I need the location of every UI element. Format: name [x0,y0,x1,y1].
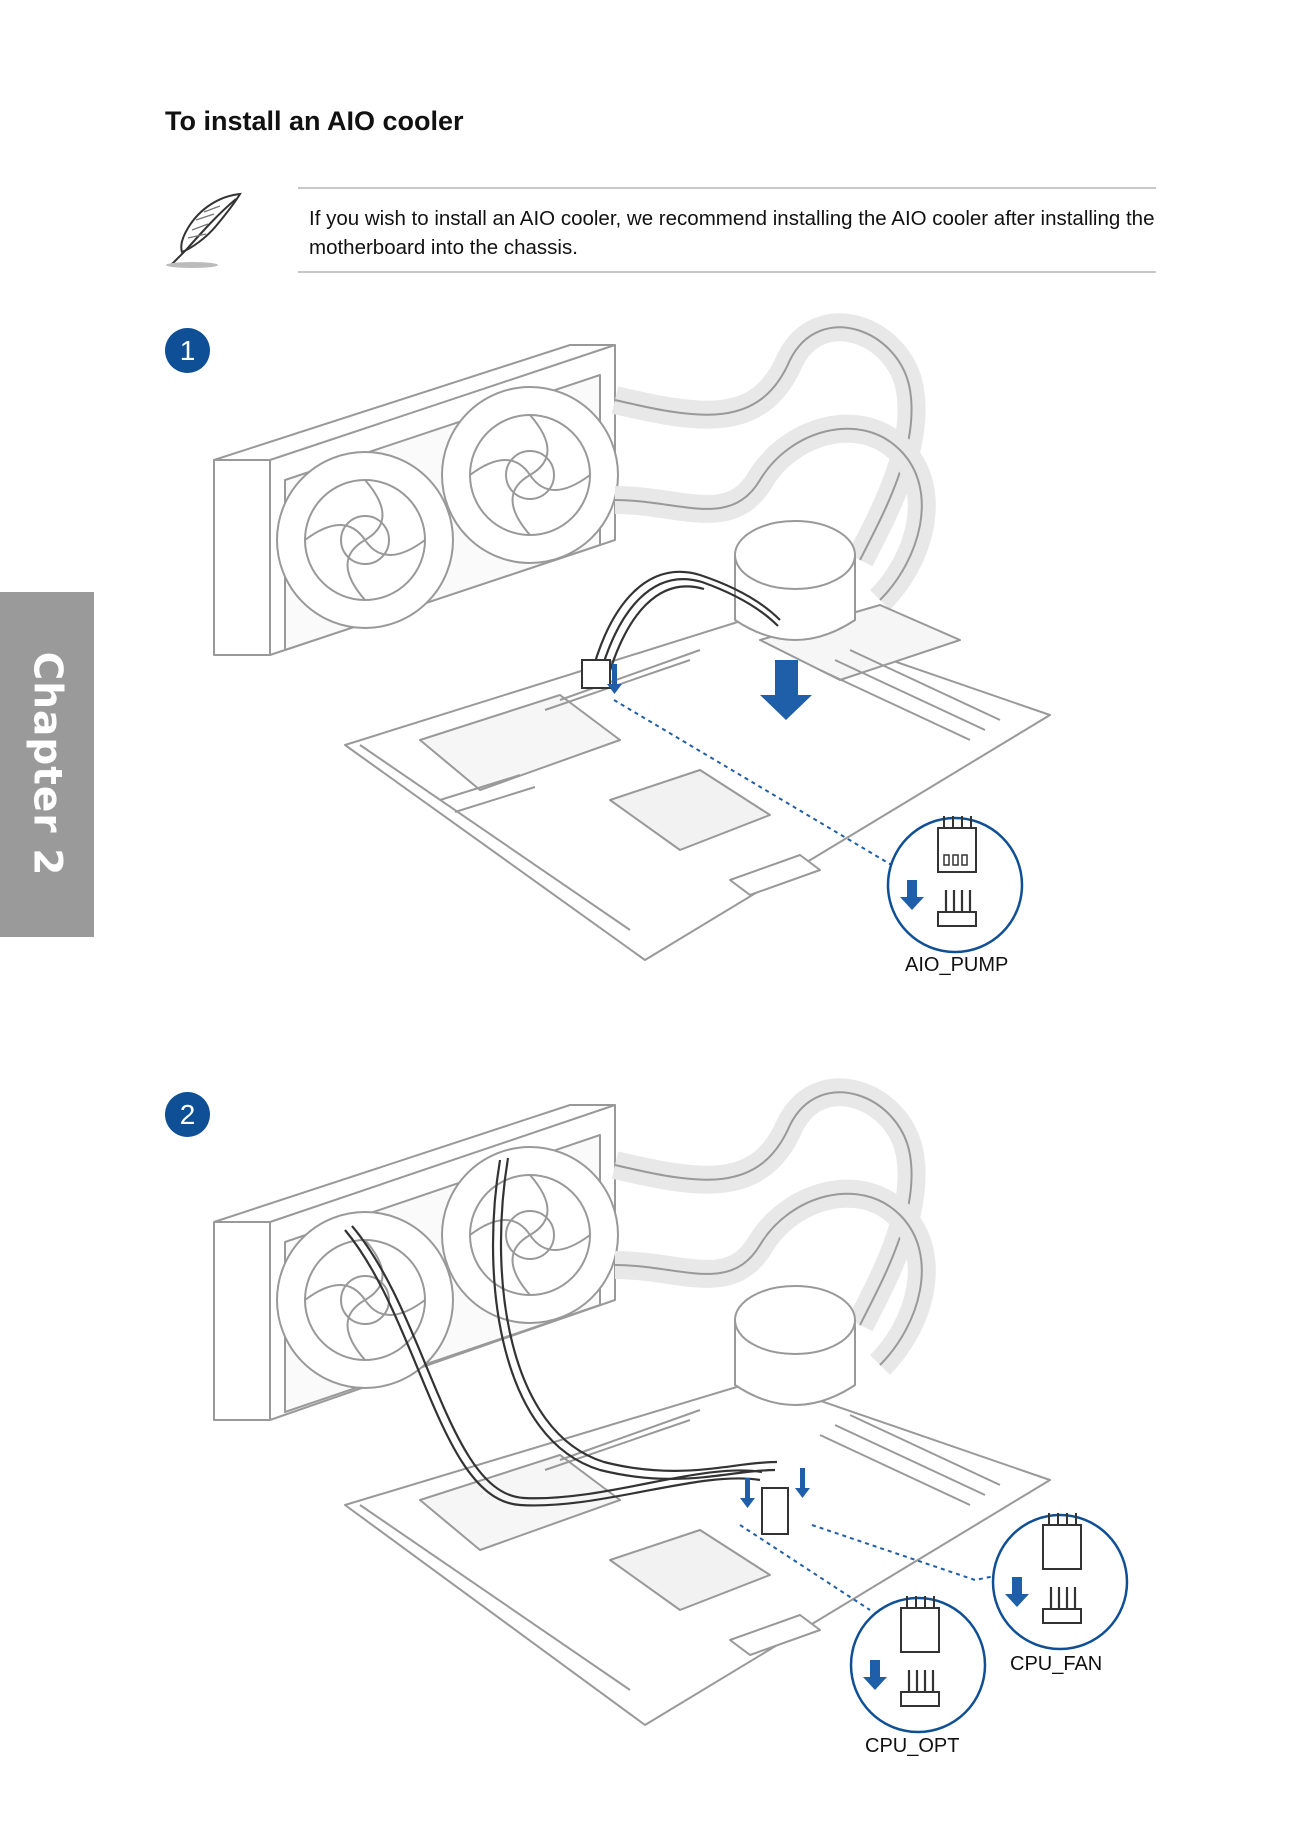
section-title: To install an AIO cooler [165,106,464,136]
cpu-opt-label: CPU_OPT [865,1735,960,1757]
down-arrow-icon [900,880,924,910]
down-arrow-icon [1005,1577,1029,1607]
feather-note-icon [166,192,242,268]
step-1-badge: 1 [165,328,210,373]
cpu-fan-label: CPU_FAN [1010,1653,1103,1675]
down-arrow-icon [863,1660,887,1690]
fan-left [276,1211,454,1389]
cpu-opt-callout [849,1596,987,1734]
fan-right [441,1146,619,1324]
cpu-fan-callout [991,1513,1129,1651]
aio-pump-label: AIO_PUMP [905,954,1009,976]
note-top-rule [298,187,1156,189]
down-arrow-icon [795,1488,810,1498]
step-2-illustration [213,1078,1129,1734]
note-text: If you wish to install an AIO cooler, we… [309,207,1155,259]
step-2-badge: 2 [165,1092,210,1137]
fan-right [441,386,619,564]
step-1-illustration [213,313,1051,961]
chapter-tab: Chapter 2 [0,592,94,937]
down-arrow-icon [760,660,812,720]
down-arrow-icon [740,1498,755,1508]
fan-left [276,451,454,629]
aio-pump-callout [886,816,1024,954]
note-bottom-rule [298,271,1156,273]
